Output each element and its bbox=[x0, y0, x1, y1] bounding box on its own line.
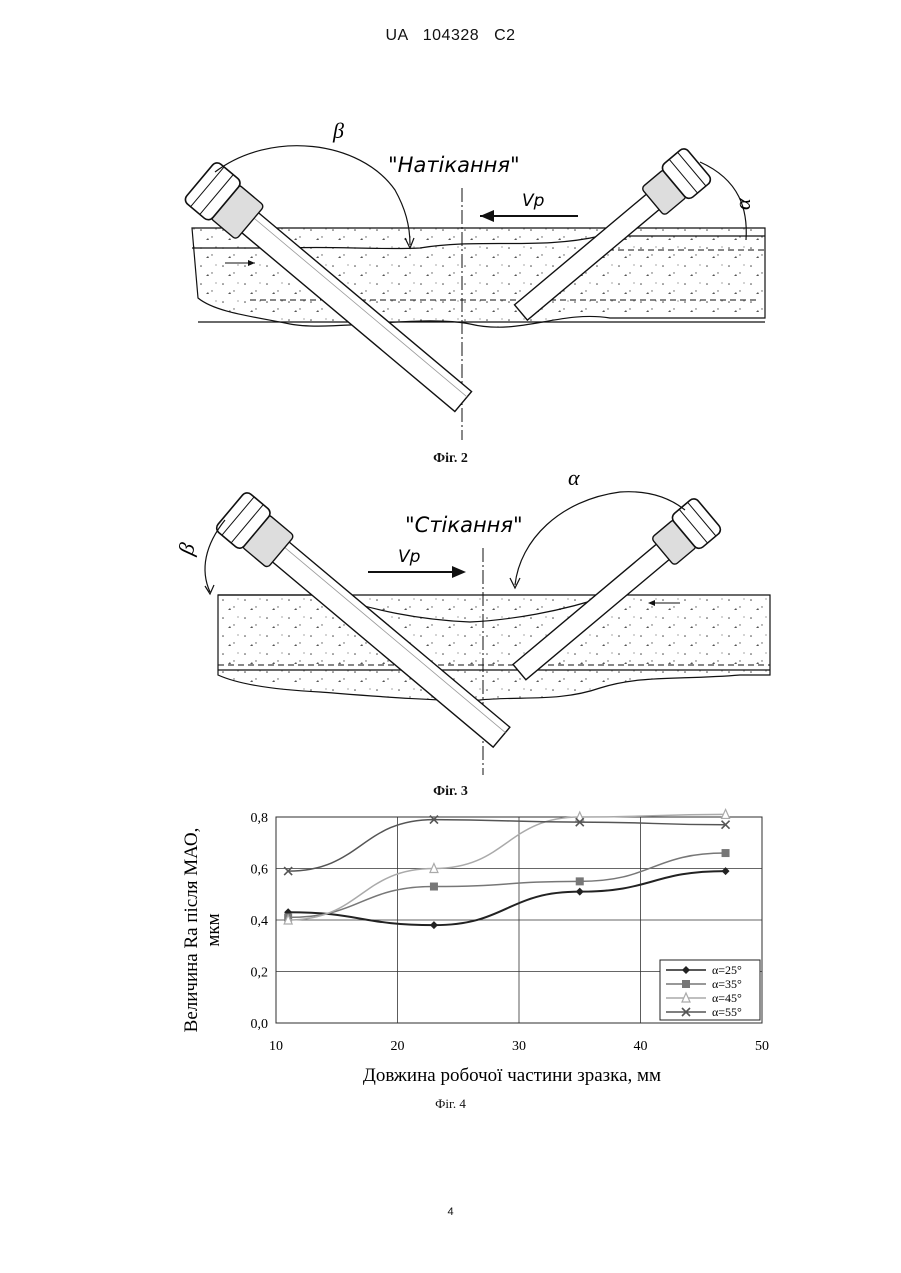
figure-3-caption: Фіг. 3 bbox=[0, 784, 901, 800]
x-tick-label: 40 bbox=[634, 1039, 648, 1054]
y-tick-label: 0,0 bbox=[251, 1017, 269, 1032]
y-axis-label-line2: мкм bbox=[203, 913, 224, 946]
x-tick-labels: 10 20 30 40 50 bbox=[269, 1039, 769, 1054]
data-point-square bbox=[430, 883, 438, 891]
y-tick-label: 0,4 bbox=[251, 914, 269, 929]
data-point-square bbox=[576, 877, 584, 885]
mode-label: "Стікання" bbox=[405, 513, 523, 537]
series-line bbox=[288, 871, 725, 925]
legend-box bbox=[660, 960, 760, 1020]
figure-2-diagram: β α "Натікання" Vp bbox=[0, 100, 901, 445]
data-point-square bbox=[722, 849, 730, 857]
legend-label: α=55° bbox=[712, 1005, 742, 1019]
angle-alpha-label: α bbox=[568, 470, 580, 490]
x-axis-label: Довжина робочої частини зразка, мм bbox=[363, 1065, 661, 1086]
x-tick-label: 10 bbox=[269, 1039, 283, 1054]
velocity-label: Vp bbox=[398, 547, 421, 567]
y-axis-label-line1: Величина Ra після МАО, bbox=[181, 828, 202, 1033]
chart-series bbox=[284, 809, 729, 929]
figure-4-caption: Фіг. 4 bbox=[0, 1096, 901, 1112]
velocity-label: Vp bbox=[522, 191, 545, 211]
x-tick-label: 20 bbox=[391, 1039, 405, 1054]
y-tick-labels: 0,0 0,2 0,4 0,6 0,8 bbox=[251, 811, 269, 1032]
y-tick-label: 0,2 bbox=[251, 966, 269, 981]
figure-2-caption: Фіг. 2 bbox=[0, 451, 901, 467]
data-point-diamond bbox=[430, 921, 438, 929]
legend-label: α=45° bbox=[712, 991, 742, 1005]
y-tick-label: 0,8 bbox=[251, 811, 269, 826]
series-line bbox=[288, 814, 725, 920]
angle-beta-label: β bbox=[332, 118, 344, 143]
x-tick-label: 50 bbox=[755, 1039, 769, 1054]
angle-beta-label: β bbox=[173, 540, 200, 558]
series-4 bbox=[284, 816, 729, 876]
angle-alpha-label: α bbox=[730, 198, 755, 210]
chart-legend: α=25°α=35°α=45°α=55° bbox=[660, 960, 760, 1020]
figure-3-diagram: β α "Стікання" Vp bbox=[0, 470, 901, 785]
figure-4-chart: 0,0 0,2 0,4 0,6 0,8 10 20 30 40 50 α=25°α=35°α=4… bbox=[0, 800, 901, 1095]
x-tick-label: 30 bbox=[512, 1039, 526, 1054]
y-tick-label: 0,6 bbox=[251, 863, 269, 878]
patent-header: UA 104328 C2 bbox=[0, 27, 901, 45]
data-point-square bbox=[682, 980, 690, 988]
legend-label: α=25° bbox=[712, 963, 742, 977]
data-point-diamond bbox=[576, 888, 584, 896]
series-line bbox=[288, 820, 725, 872]
workpiece-band bbox=[218, 595, 770, 700]
series-2 bbox=[284, 849, 729, 921]
legend-label: α=35° bbox=[712, 977, 742, 991]
mode-label: "Натікання" bbox=[388, 153, 520, 177]
page-number: 4 bbox=[0, 1206, 901, 1218]
